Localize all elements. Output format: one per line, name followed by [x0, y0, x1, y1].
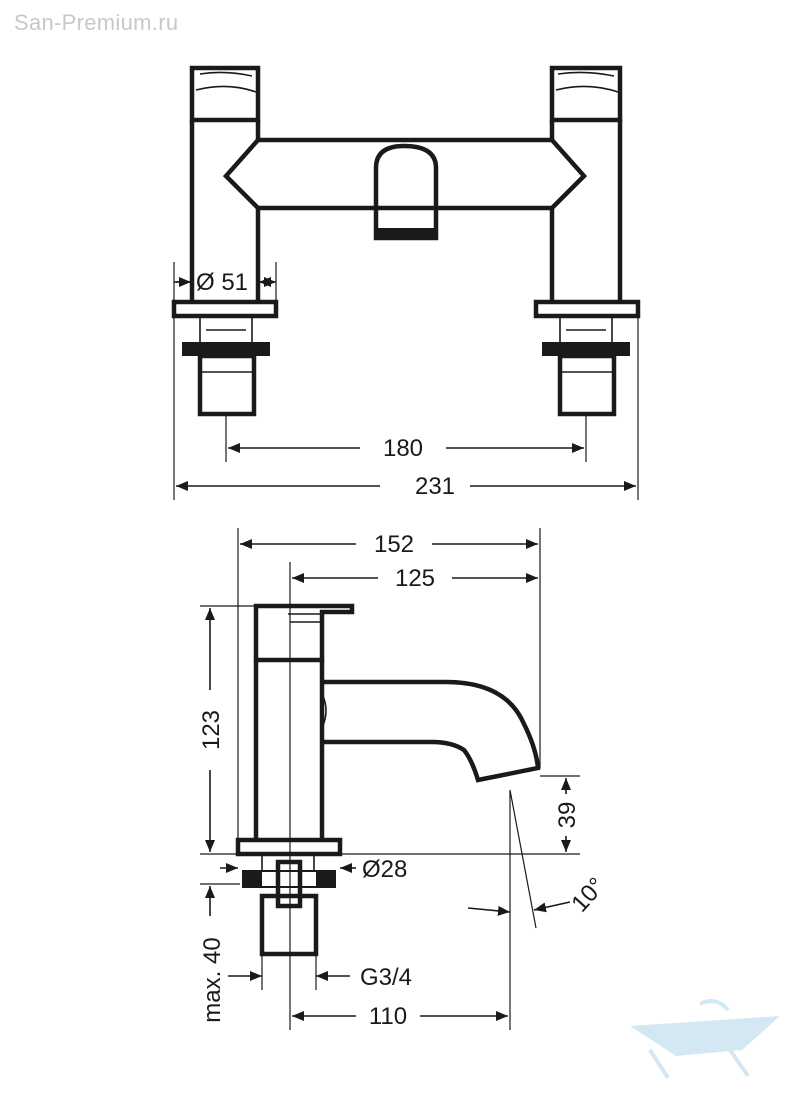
left-shank: [199, 316, 253, 342]
left-column: [189, 120, 261, 302]
right-connector: [557, 353, 617, 417]
right-column: [549, 120, 623, 302]
side-view: 152 125 123 39 Ø28 10° max. 40 G3/4 110: [198, 528, 611, 1030]
diameter-51-label: Ø 51: [196, 269, 248, 296]
overall-width-label: 231: [415, 473, 455, 500]
side-extension-lines: [200, 528, 580, 1030]
height-label: 123: [198, 710, 225, 750]
angle-arrow-right: [533, 901, 571, 913]
front-spout-outlet: [377, 228, 435, 240]
side-nut-gap: [262, 872, 316, 886]
angle-label: 10°: [566, 872, 610, 917]
left-handle-detail: [195, 71, 257, 93]
side-spout-joint: [321, 693, 327, 729]
side-connector: [259, 893, 319, 957]
front-spout: [373, 143, 439, 241]
bathtub-logo-icon: [630, 999, 780, 1080]
front-extension-lines: [173, 262, 639, 500]
base-diameter-label: Ø28: [362, 856, 407, 883]
bridge-body: [222, 137, 588, 211]
side-shank: [261, 854, 315, 870]
thread-label: G3/4: [360, 964, 412, 991]
side-body: [253, 660, 325, 840]
projection-label: 125: [395, 565, 435, 592]
front-view: Ø 51 180 231: [171, 65, 641, 500]
angle-arrow-left: [467, 905, 511, 916]
right-shank: [559, 316, 613, 342]
side-handle-detail: [288, 613, 320, 623]
watermark-text: San-Premium.ru: [14, 10, 179, 35]
side-flange: [235, 837, 343, 857]
right-handle-detail: [555, 71, 619, 93]
max-thickness-label: max. 40: [199, 937, 226, 1022]
bridge-left-fold: [225, 139, 259, 209]
left-nut: [182, 342, 270, 356]
side-spout: [322, 679, 541, 783]
side-nut-clip: [275, 859, 303, 909]
centers-label: 180: [383, 435, 423, 462]
spout-height-label: 39: [554, 802, 581, 829]
left-flange: [171, 299, 279, 319]
length-label: 152: [374, 531, 414, 558]
left-connector: [197, 353, 257, 417]
right-flange: [533, 299, 641, 319]
right-nut: [542, 342, 630, 356]
spout-offset-label: 110: [369, 1003, 407, 1030]
